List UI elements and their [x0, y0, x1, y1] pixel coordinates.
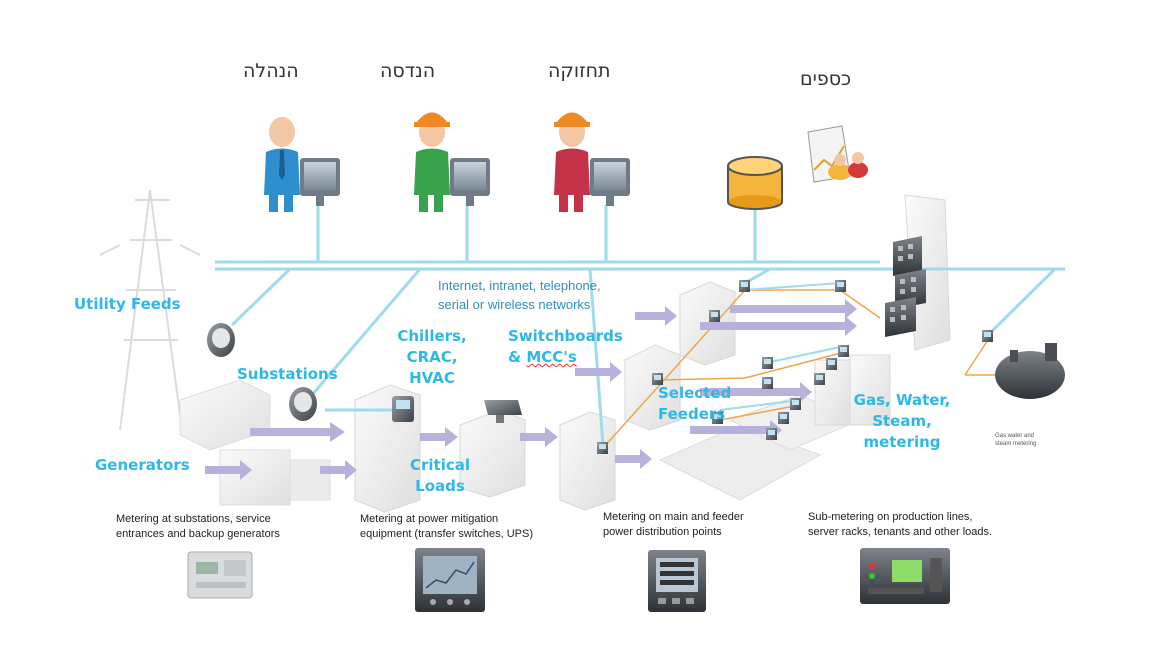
tank-building-icon: [814, 354, 891, 426]
switchboard-cabinet-icon: [559, 281, 736, 511]
power-tower-icon: [99, 189, 201, 431]
steam-tank-icon: [995, 343, 1065, 399]
manager-person-icon: [264, 117, 300, 212]
substation-meter-icon: [289, 387, 317, 421]
manager-monitor-icon: [300, 158, 340, 206]
server-rack-icon: [895, 269, 926, 309]
switchboards-label-line-1: Switchboards: [508, 327, 623, 345]
flow-arrows: [205, 299, 857, 480]
maintenance-monitor-icon: [590, 158, 630, 206]
steam-metering-small-caption-line-2: steam metering: [995, 441, 1037, 447]
network-backbone: [215, 205, 1065, 446]
panel-meter-device-icon: [648, 550, 706, 612]
caption-power-mitigation-line-1: Metering at power mitigation: [360, 513, 499, 525]
caption-sub-metering-line-2: server racks, tenants and other loads.: [808, 526, 993, 538]
switchboards-label: Switchboards & MCC's: [508, 326, 623, 368]
caption-power-mitigation: Metering at power mitigation equipment (…: [360, 512, 533, 542]
engineer-person-icon: [414, 112, 450, 212]
small-meter-icon: [652, 373, 663, 385]
chillers-label: Chillers, CRAC, HVAC: [390, 326, 474, 389]
role-label-maintenance: תחזוקה: [548, 60, 611, 82]
caption-distribution-points-line-1: Metering on main and feeder: [603, 511, 744, 523]
steam-metering-small-caption-line-1: Gas water and: [995, 433, 1035, 439]
critical-loads-label-line-2: Loads: [415, 477, 465, 495]
small-meter-icon: [826, 358, 837, 370]
small-meter-icon: [835, 280, 846, 292]
small-meter-icon: [814, 373, 825, 385]
feeder-protection-device-icon: [860, 548, 950, 604]
caption-power-mitigation-line-2: equipment (transfer switches, UPS): [360, 528, 534, 540]
power-quality-meter-device-icon: [415, 548, 485, 612]
switchboards-ampersand: &: [508, 348, 527, 366]
small-meter-icon: [762, 357, 773, 369]
small-meter-icon: [778, 412, 789, 424]
caption-distribution-points: Metering on main and feeder power distri…: [603, 510, 744, 540]
din-rail-meter-device-icon: [187, 551, 253, 599]
feeder-lines: [602, 289, 1010, 449]
role-label-finance: כספים: [800, 68, 852, 90]
engineer-monitor-icon: [450, 158, 490, 206]
small-meter-icon: [597, 442, 608, 454]
feeder-links: [719, 282, 846, 411]
mcc-text: MCC's: [526, 348, 577, 366]
server-rack-icon: [885, 297, 916, 337]
gas-water-steam-label-line-2: Steam,: [872, 412, 932, 430]
small-meter-icon: [838, 345, 849, 357]
chillers-label-line-3: HVAC: [409, 369, 455, 387]
steam-metering-small-caption: Gas water and steam metering: [995, 432, 1036, 448]
gas-water-steam-label-line-3: metering: [863, 433, 941, 451]
chillers-label-line-1: Chillers,: [397, 327, 467, 345]
network-description-line-1: Internet, intranet, telephone,: [438, 278, 601, 293]
caption-sub-metering: Sub-metering on production lines, server…: [808, 510, 992, 540]
server-rack-icons: [885, 236, 926, 337]
network-description: Internet, intranet, telephone, serial or…: [438, 276, 601, 314]
maintenance-person-icon: [554, 112, 590, 212]
small-meter-icon: [766, 428, 777, 440]
substations-label: Substations: [237, 365, 338, 383]
caption-sub-metering-line-1: Sub-metering on production lines,: [808, 511, 973, 523]
caption-substations: Metering at substations, service entranc…: [116, 512, 280, 542]
small-meter-icon: [712, 412, 723, 424]
feeder-meter-icons: [597, 280, 993, 454]
switchboards-label-line-2: & MCC's: [508, 347, 623, 368]
role-label-management: הנהלה: [243, 60, 299, 82]
small-meter-icon: [982, 330, 993, 342]
role-label-engineering: הנדסה: [380, 60, 436, 82]
caption-substations-line-1: Metering at substations, service: [116, 513, 271, 525]
gas-water-steam-label-line-1: Gas, Water,: [853, 391, 951, 409]
caption-substations-line-2: entrances and backup generators: [116, 528, 280, 540]
critical-loads-label: Critical Loads: [400, 455, 480, 497]
gas-water-steam-label: Gas, Water, Steam, metering: [842, 390, 962, 453]
chiller-meter-icon: [392, 396, 414, 422]
selected-feeders-label-line-1: Selected: [658, 384, 732, 402]
small-meter-icon: [709, 310, 720, 322]
database-cylinder-icon: [727, 156, 783, 210]
small-meter-icon: [790, 398, 801, 410]
network-description-line-2: serial or wireless networks: [438, 297, 591, 312]
ups-meter-icon: [484, 400, 522, 423]
substation-building-icon: [179, 379, 271, 451]
small-meter-icon: [762, 377, 773, 389]
server-rack-icon: [893, 236, 922, 276]
critical-loads-label-line-1: Critical: [409, 456, 470, 474]
small-meter-icon: [739, 280, 750, 292]
utility-meter-icon: [207, 323, 235, 357]
generator-icon: [219, 449, 331, 506]
utility-feeds-label: Utility Feeds: [74, 295, 181, 313]
caption-distribution-points-line-2: power distribution points: [603, 526, 722, 538]
selected-feeders-label-line-2: Feeders: [658, 405, 726, 423]
generators-label: Generators: [95, 456, 190, 474]
finance-users-chart-icon: [807, 125, 868, 183]
selected-feeders-label: Selected Feeders: [658, 383, 731, 425]
chillers-label-line-2: CRAC,: [406, 348, 458, 366]
